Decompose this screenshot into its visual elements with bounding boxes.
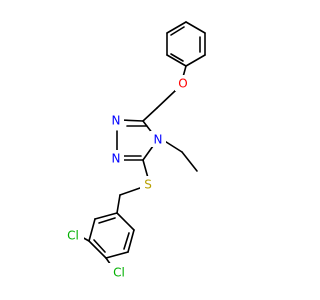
atom-nitrogen-ethyl: N [154, 133, 163, 147]
bond-oxygen-ch2 [156, 89, 177, 109]
triazole-ring [116, 107, 158, 161]
phenyl-ring [166, 21, 206, 67]
atom-chlorine-lower: Cl [113, 266, 125, 280]
bond-ethyl [181, 151, 198, 172]
molecule-structure: O N N N S Cl Cl [67, 21, 206, 280]
atom-nitrogen-lower: N [112, 152, 121, 166]
bond-ch2-ring [116, 194, 121, 214]
atom-nitrogen-upper: N [112, 114, 121, 128]
bond-ring-sulfur [142, 159, 149, 179]
atom-oxygen: O [178, 77, 187, 91]
atom-chlorine-upper: Cl [67, 229, 79, 243]
dichlorophenyl-ring [88, 212, 135, 259]
bond-sulfur-ch2 [119, 187, 141, 196]
molecule-canvas: O N N N S Cl Cl [67, 21, 206, 280]
bond-n-ethyl [162, 139, 183, 153]
atom-sulfur: S [144, 178, 152, 192]
